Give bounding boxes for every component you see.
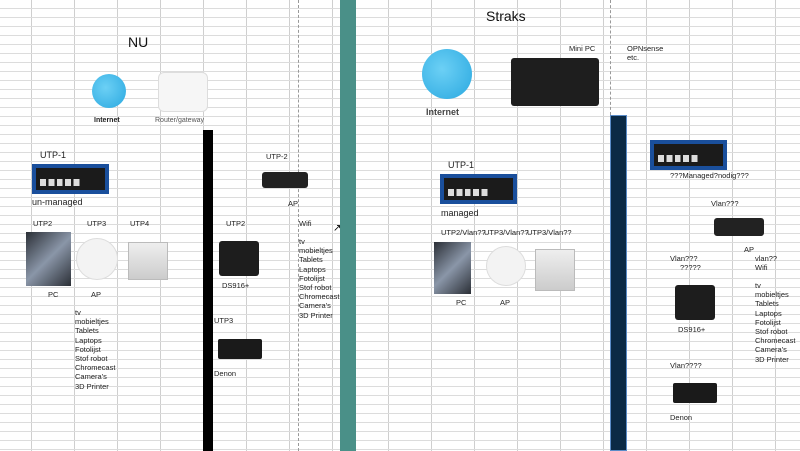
vlan-avr-label: Vlan???? <box>670 361 702 370</box>
access-point-image <box>486 246 526 286</box>
list-item: Chromecast <box>299 292 340 302</box>
list-item: Chromecast <box>755 336 796 346</box>
access-point-image <box>76 238 118 280</box>
nas-image <box>675 285 715 320</box>
list-item: tv <box>755 281 761 290</box>
internet-label: Internet <box>426 107 460 117</box>
switch-type: un-managed <box>32 197 83 207</box>
switch-type: managed <box>441 208 479 218</box>
right-title: Straks <box>486 8 526 24</box>
nas-question: ????? <box>680 263 701 272</box>
black-bar-shape <box>203 130 213 451</box>
ap-label: AP <box>500 298 511 307</box>
pc-image <box>26 232 71 286</box>
list-item: Fotolijst <box>299 273 325 283</box>
nas-port-label: UTP2 <box>226 219 246 228</box>
left-title: NU <box>128 34 149 50</box>
list-item: tv <box>75 308 81 317</box>
ap2-label: AP <box>288 199 299 208</box>
list-item: 3D Printer <box>755 354 789 364</box>
port-label: UTP4 <box>130 219 150 228</box>
list-item: mobieltjes <box>75 317 109 327</box>
list-item: Stof robot <box>75 354 108 364</box>
list-item: Fotolijst <box>755 317 781 327</box>
list-item: 3D Printer <box>75 381 109 391</box>
vlan-wifi-label: vlan?? <box>755 254 778 263</box>
router-gateway-image <box>158 72 208 112</box>
pc-label: PC <box>48 290 59 299</box>
port-label: UTP3/Vlan?? <box>484 228 529 237</box>
list-item: Laptops <box>75 335 102 345</box>
list-item: Stof robot <box>755 327 788 337</box>
wifi-router-image <box>262 172 308 188</box>
list-item: Stof robot <box>299 283 332 293</box>
vlan-nas-label: Vlan??? <box>670 254 698 263</box>
list-item: Chromecast <box>75 363 116 373</box>
list-item: Camera's <box>75 372 107 382</box>
nas-label: DS916+ <box>222 281 250 290</box>
denon-receiver-image <box>673 383 717 403</box>
pc-label: PC <box>456 298 467 307</box>
list-item: Fotolijst <box>75 344 101 354</box>
list-item: Laptops <box>755 308 782 318</box>
avr-label: Denon <box>670 413 693 422</box>
utp2-label: UTP-2 <box>266 152 288 161</box>
ap2-label: AP <box>744 245 755 254</box>
list-item: Tablets <box>755 299 779 309</box>
wifi-router-image <box>714 218 764 236</box>
list-item: mobieltjes <box>299 246 333 256</box>
avr-port-label: UTP3 <box>214 316 234 325</box>
internet-globe-icon <box>422 49 472 99</box>
list-item: Tablets <box>299 255 323 265</box>
sheet-divider <box>340 0 356 451</box>
list-item: Tablets <box>75 326 99 336</box>
router-label: Router/gateway <box>155 117 205 124</box>
port-label: UTP2 <box>33 219 53 228</box>
port-label: UTP2/Vlan?? <box>441 228 486 237</box>
switch-image <box>650 140 727 170</box>
mini-pc-label: Mini PC <box>569 44 596 53</box>
wifi-label: Wifi <box>299 219 312 228</box>
utp1-label: UTP-1 <box>448 160 475 170</box>
managed-question: ???Managed?nodig??? <box>670 171 749 180</box>
printer-image <box>535 249 575 291</box>
navy-bar-shape[interactable] <box>610 115 627 451</box>
pc-image <box>434 242 471 294</box>
internet-globe-icon <box>92 74 126 108</box>
printer-image <box>128 242 168 280</box>
port-label: UTP3/Vlan?? <box>527 228 572 237</box>
list-item: Laptops <box>299 264 326 274</box>
nas-image <box>219 241 259 276</box>
opnsense-label: OPNsense <box>627 44 664 53</box>
wifi-label: Wifi <box>755 263 768 272</box>
port-label: UTP3 <box>87 219 107 228</box>
mouse-cursor-icon: ↗ <box>333 223 342 234</box>
switch-image <box>32 164 109 194</box>
denon-receiver-image <box>218 339 262 359</box>
list-item: Camera's <box>299 301 331 311</box>
list-item: mobieltjes <box>755 290 789 300</box>
mini-pc-image <box>511 58 599 106</box>
list-item: Camera's <box>755 345 787 355</box>
nas-label: DS916+ <box>678 325 706 334</box>
avr-label: Denon <box>214 369 237 378</box>
vlan-ap-label: Vlan??? <box>711 199 739 208</box>
page-break-line <box>610 0 611 115</box>
etc-label: etc. <box>627 53 640 62</box>
internet-label: Internet <box>94 117 120 124</box>
switch-image <box>440 174 517 204</box>
utp1-label: UTP-1 <box>40 150 67 160</box>
list-item: 3D Printer <box>299 310 333 320</box>
ap-label: AP <box>91 290 102 299</box>
page-break-line <box>298 0 299 451</box>
list-item: tv <box>299 237 305 246</box>
